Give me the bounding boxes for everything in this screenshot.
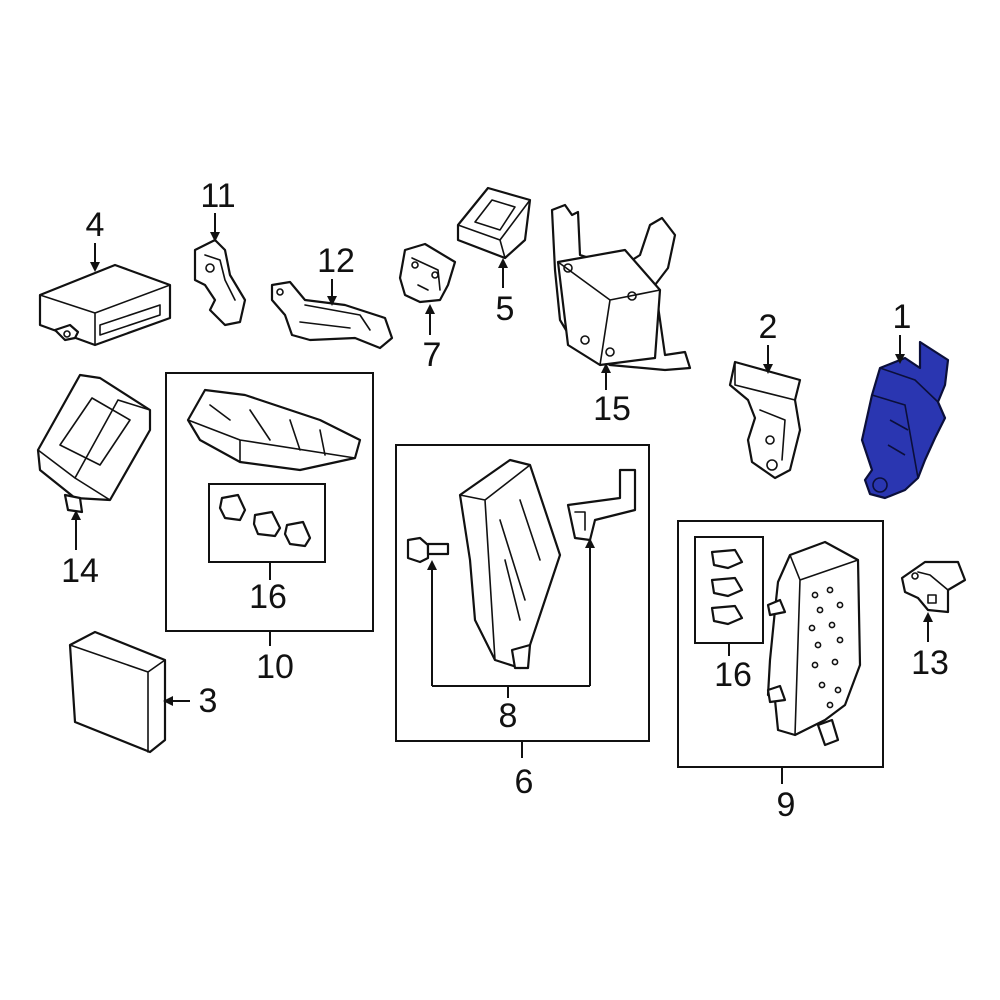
part-10-fuse-box[interactable] (186, 388, 362, 472)
part-9-fuse-box[interactable] (766, 540, 862, 747)
part-13-bracket[interactable] (900, 560, 967, 614)
callout-11: 11 (200, 177, 235, 215)
callout-7: 7 (423, 336, 442, 374)
callout-5: 5 (496, 290, 515, 328)
part-2-bracket[interactable] (728, 360, 802, 480)
part-1-highlighted-module[interactable] (860, 340, 950, 500)
group-box-9 (677, 520, 884, 768)
callout-3: 3 (199, 682, 218, 720)
part-16-clips-right[interactable] (710, 548, 744, 626)
callout-16-right: 16 (714, 656, 752, 694)
callout-4: 4 (86, 206, 105, 244)
part-16-clips-left[interactable] (218, 493, 312, 548)
group-box-16-left (208, 483, 326, 563)
callout-1: 1 (893, 298, 912, 336)
callout-8: 8 (499, 697, 518, 735)
callout-15: 15 (593, 390, 631, 428)
callout-6: 6 (515, 763, 534, 801)
callout-10: 10 (256, 648, 294, 686)
fuse-holes (808, 586, 844, 709)
callout-12: 12 (317, 242, 355, 280)
part-8-module[interactable] (458, 458, 562, 670)
part-7-bracket[interactable] (398, 242, 457, 304)
part-15-module-with-bracket[interactable] (550, 203, 692, 372)
part-8-bracket[interactable] (566, 468, 637, 542)
callout-13: 13 (911, 644, 949, 682)
part-14-module[interactable] (36, 373, 152, 514)
callout-14: 14 (61, 552, 99, 590)
part-12-bracket[interactable] (270, 280, 394, 350)
part-11-bracket[interactable] (193, 238, 247, 327)
part-5-module[interactable] (456, 186, 532, 260)
part-8-bolt[interactable] (406, 536, 450, 564)
callout-16-left: 16 (249, 578, 287, 616)
callout-9: 9 (777, 786, 796, 824)
callout-2: 2 (759, 308, 778, 346)
part-3-box[interactable] (68, 630, 167, 754)
part-4-control-module[interactable] (38, 263, 172, 347)
